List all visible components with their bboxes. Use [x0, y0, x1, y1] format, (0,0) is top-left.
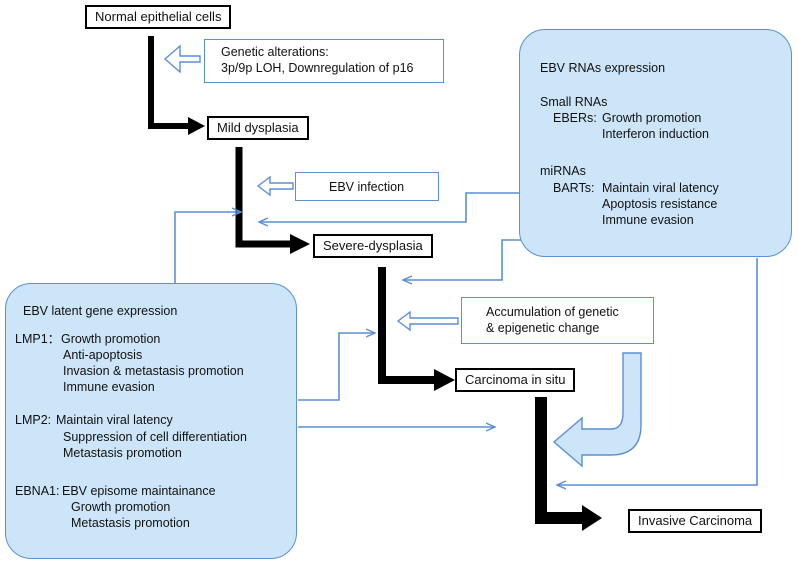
ebers-item: Growth promotion	[602, 111, 702, 125]
lmp2-item: Suppression of cell differentiation	[63, 430, 247, 444]
accumulation-line-2: & epigenetic change	[486, 321, 600, 335]
lmp1-label: LMP1：	[15, 332, 61, 346]
latent-to-severe-connector	[298, 333, 374, 401]
barts-item: Apoptosis resistance	[602, 197, 718, 211]
stage-mild-dysplasia: Mild dysplasia	[207, 116, 309, 140]
accumulation-note: Accumulation of genetic & epigenetic cha…	[461, 297, 654, 344]
lmp1-item: Invasion & metastasis promotion	[63, 364, 244, 378]
lmp2-item: Metastasis promotion	[63, 446, 182, 460]
lmp2-label: LMP2:	[15, 413, 52, 427]
latent-to-mild-connector	[174, 212, 240, 283]
stage-severe-dysplasia: Severe-dysplasia	[313, 234, 433, 258]
genetic-alterations-title: Genetic alterations:	[221, 45, 329, 59]
genetic-alterations-detail: 3p/9p LOH, Downregulation of p16	[221, 61, 414, 75]
ebna1-item: EBV episome maintainance	[62, 484, 216, 498]
ebna1-item: Metastasis promotion	[71, 516, 190, 530]
accumulation-arrow	[396, 310, 459, 332]
rna-to-mild-connector	[260, 192, 525, 222]
barts-label: BARTs:	[553, 181, 595, 195]
ebv-infection-label: EBV infection	[329, 180, 405, 194]
lmp1-item: Anti-apoptosis	[63, 348, 143, 362]
ebv-latent-gene-panel: EBV latent gene expression LMP1： Growth …	[5, 283, 297, 559]
stage-carcinoma-in-situ: Carcinoma in situ	[455, 368, 576, 392]
progression-arrow-2	[235, 147, 310, 254]
lmp1-item: Growth promotion	[61, 332, 161, 346]
ebv-infection-arrow	[256, 175, 294, 197]
ebv-rna-panel: EBV RNAs expression Small RNAs EBERs: Gr…	[519, 29, 792, 257]
mirnas-heading: miRNAs	[540, 164, 586, 178]
rna-panel-title: EBV RNAs expression	[540, 61, 666, 75]
stage-invasive-carcinoma: Invasive Carcinoma	[628, 509, 763, 533]
ebna1-item: Growth promotion	[71, 500, 171, 514]
lmp1-item: Immune evasion	[63, 380, 155, 394]
lmp2-item: Maintain viral latency	[56, 413, 173, 427]
rna-to-invasive-connector	[558, 258, 758, 485]
progression-arrow-3	[378, 267, 455, 391]
small-rnas-heading: Small RNAs	[540, 95, 608, 109]
barts-item: Immune evasion	[602, 213, 694, 227]
stage-normal-epithelial-cells: Normal epithelial cells	[85, 5, 232, 29]
ebers-item: Interferon induction	[602, 127, 710, 141]
ebna1-label: EBNA1:	[15, 484, 60, 498]
genetic-alterations-note: Genetic alterations: 3p/9p LOH, Downregu…	[204, 39, 444, 83]
latent-panel-title: EBV latent gene expression	[23, 304, 178, 318]
accumulation-line-1: Accumulation of genetic	[486, 305, 619, 319]
progression-arrow-4	[535, 397, 602, 531]
ebv-infection-note: EBV infection	[295, 172, 439, 201]
curved-block-arrow	[552, 352, 642, 468]
genetic-alteration-arrow	[163, 44, 201, 74]
ebers-label: EBERs:	[553, 111, 597, 125]
barts-item: Maintain viral latency	[602, 181, 719, 195]
progression-arrow-1	[148, 36, 205, 135]
